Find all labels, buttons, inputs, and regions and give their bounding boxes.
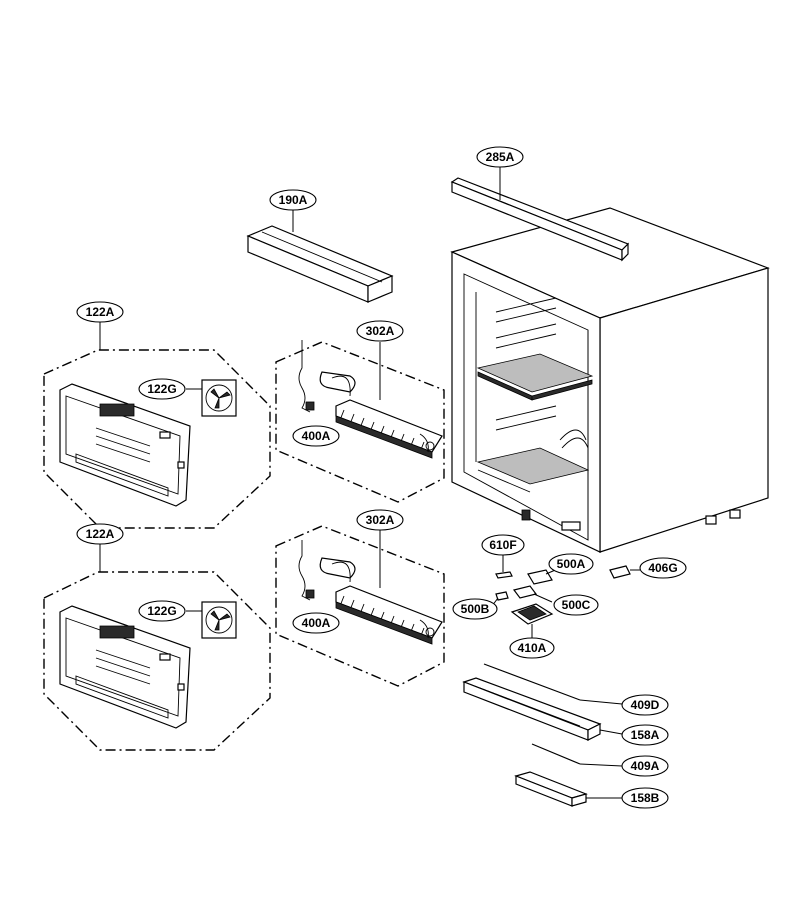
svg-text:610F: 610F	[489, 538, 516, 552]
svg-text:302A: 302A	[366, 324, 395, 338]
svg-text:122G: 122G	[147, 382, 176, 396]
callout-122A-bottom: 122A	[76, 523, 124, 545]
svg-text:302A: 302A	[366, 513, 395, 527]
callout-158A: 158A	[621, 724, 669, 746]
assembly-122A-bottom	[43, 544, 271, 751]
callout-500C: 500C	[553, 594, 599, 616]
svg-text:410A: 410A	[518, 641, 547, 655]
small-parts-cluster	[491, 554, 640, 642]
assembly-122A-top	[43, 322, 271, 529]
assembly-302A-top	[275, 340, 445, 503]
callout-122G-top: 122G	[138, 378, 186, 400]
part-158A-rail	[462, 677, 623, 741]
part-409A-rod	[531, 743, 623, 767]
callout-500B: 500B	[452, 598, 498, 620]
svg-text:122A: 122A	[86, 305, 115, 319]
svg-text:500C: 500C	[562, 598, 591, 612]
assembly-302A-bottom	[275, 525, 445, 687]
callout-302A-top: 302A	[356, 320, 404, 342]
callout-122A-top: 122A	[76, 301, 124, 323]
svg-text:158A: 158A	[631, 728, 660, 742]
svg-text:158B: 158B	[631, 791, 660, 805]
callout-400A-top: 400A	[292, 425, 340, 447]
part-158B-tray	[514, 771, 622, 807]
callout-302A-bottom: 302A	[356, 509, 404, 531]
svg-text:400A: 400A	[302, 616, 331, 630]
svg-text:122G: 122G	[147, 604, 176, 618]
part-190A-duct	[246, 208, 394, 303]
part-409D-rod	[483, 663, 623, 705]
callout-409A: 409A	[621, 755, 669, 777]
svg-text:285A: 285A	[486, 150, 515, 164]
svg-text:409D: 409D	[631, 698, 660, 712]
callout-410A: 410A	[509, 637, 555, 659]
callout-610F: 610F	[481, 534, 525, 556]
callout-406G: 406G	[639, 557, 687, 579]
svg-text:500B: 500B	[461, 602, 490, 616]
svg-text:190A: 190A	[279, 193, 308, 207]
cabinet	[450, 207, 770, 553]
svg-text:406G: 406G	[648, 561, 677, 575]
callout-158B: 158B	[621, 787, 669, 809]
callout-409D: 409D	[621, 694, 669, 716]
callout-190A: 190A	[269, 189, 317, 211]
callout-500A: 500A	[548, 553, 594, 575]
svg-text:122A: 122A	[86, 527, 115, 541]
svg-text:400A: 400A	[302, 429, 331, 443]
svg-text:409A: 409A	[631, 759, 660, 773]
part-285A-top-rail	[450, 166, 630, 262]
svg-text:500A: 500A	[557, 557, 586, 571]
callout-285A: 285A	[476, 146, 524, 168]
callout-122G-bottom: 122G	[138, 600, 186, 622]
callout-400A-bottom: 400A	[292, 612, 340, 634]
